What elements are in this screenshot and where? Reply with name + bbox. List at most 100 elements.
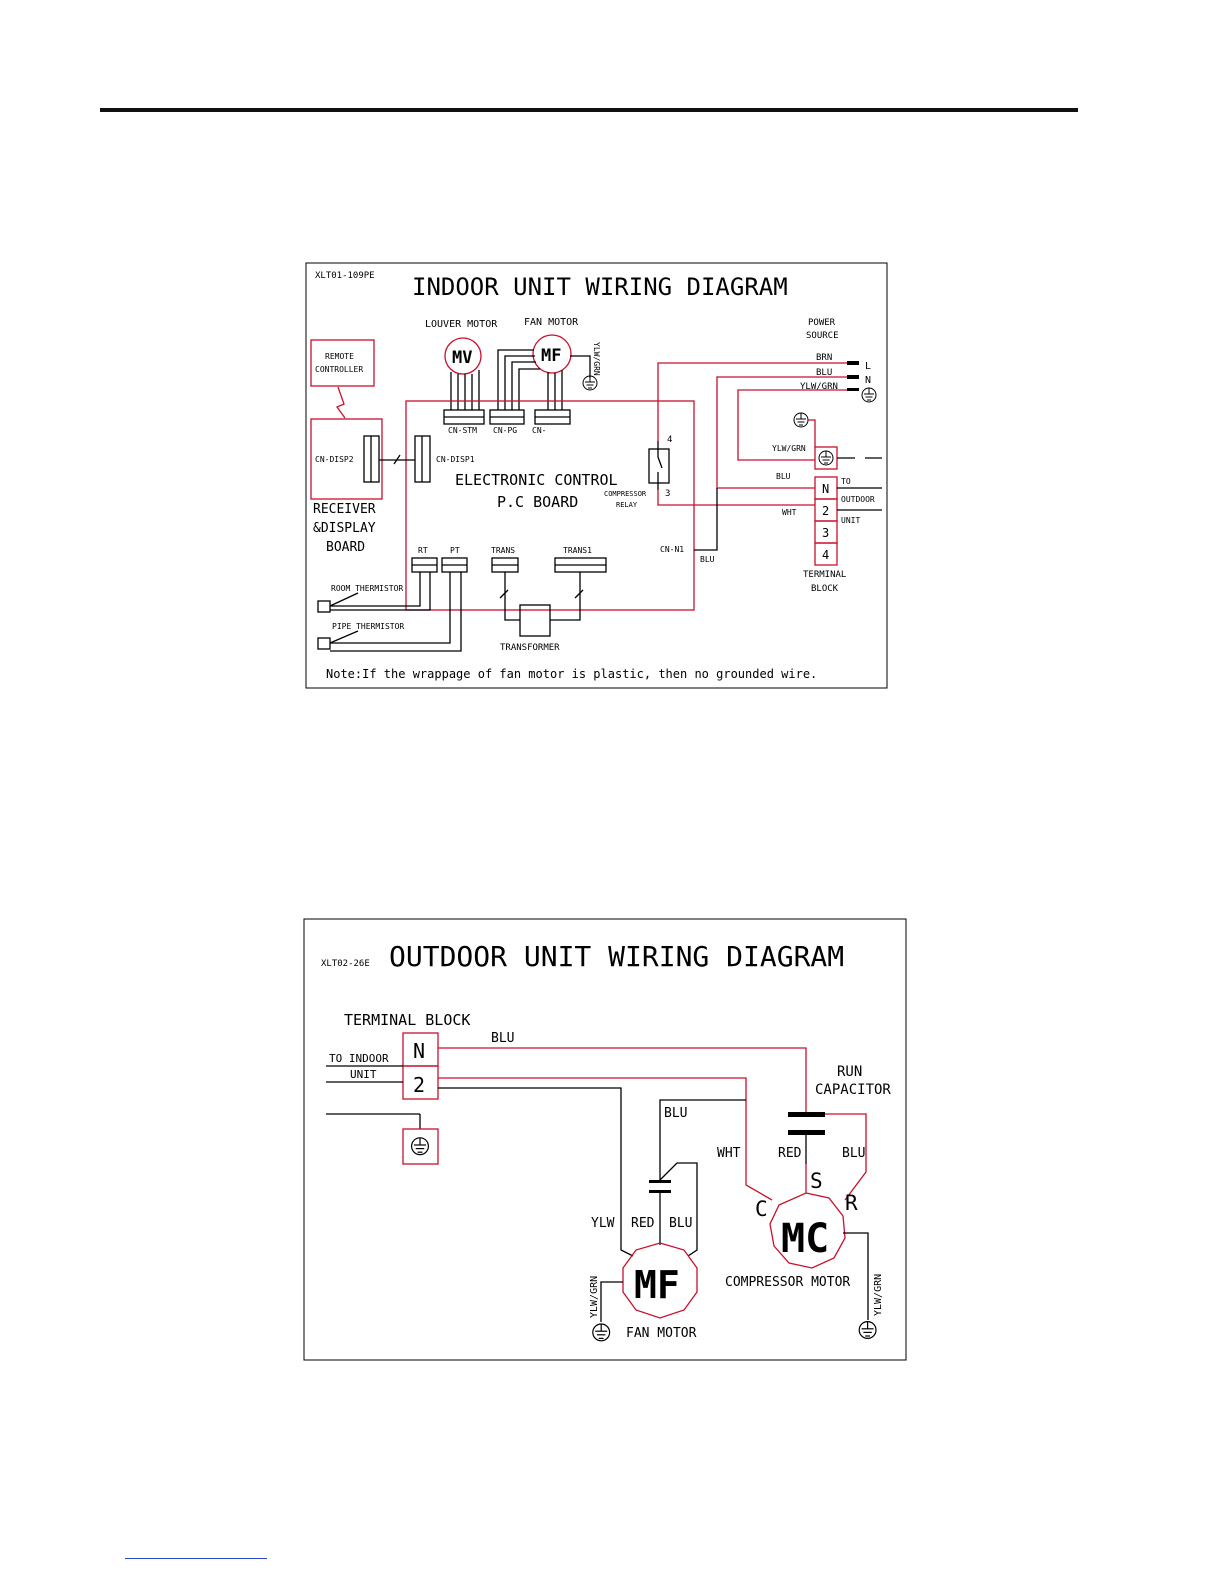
compressor-motor-label: COMPRESSOR MOTOR [725,1275,850,1290]
outdoor-fan-motor [622,1242,698,1319]
fan-ground-label-outdoor: YLW/GRN [589,1276,600,1318]
cn-disp2-label: CN-DISP2 [315,455,354,464]
receiver-display-board [310,418,383,500]
outdoor-blu-mid: BLU [664,1106,687,1121]
run-capacitor-1: RUN [837,1064,862,1080]
conn-trans-label: TRANS [491,546,515,555]
comp-ground-label: YLW/GRN [873,1274,884,1316]
room-thermistor-label: ROOM THERMISTOR [331,584,403,593]
remote-label-1: REMOTE [325,352,354,361]
receiver-label-2: &DISPLAY [313,521,376,536]
blu-label-terminal: BLU [776,472,791,481]
relay-label-1: COMPRESSOR [604,490,647,498]
connector-label-cn: CN- [532,426,546,435]
outdoor-terminal-block-label: TERMINAL BLOCK [344,1011,470,1029]
run-capacitor-2: CAPACITOR [815,1082,891,1098]
power-wire-ylwgrn: YLW/GRN [800,382,838,392]
fan-capacitor-plate-2 [649,1190,671,1193]
to-indoor-1: TO INDOOR [329,1052,389,1065]
conn-rt-label: RT [418,546,428,555]
terminal-block-label-2: BLOCK [811,584,839,594]
compressor-c: C [755,1197,768,1221]
terminal-2: 2 [822,504,829,518]
fan-ground-label: YLW/GRN [592,342,601,376]
outdoor-blu-top: BLU [491,1031,514,1046]
fan-capacitor-plate-1 [649,1180,671,1183]
indoor-note: Note:If the wrappage of fan motor is pla… [326,667,817,681]
outdoor-frame [303,918,907,1361]
outdoor-blu2: BLU [669,1216,692,1231]
power-plug-g [847,388,859,391]
transformer-label: TRANSFORMER [500,643,560,653]
connector-cn-stm [443,409,485,425]
connector-rt [411,557,438,573]
indoor-frame [305,262,888,689]
compressor-mc: MC [781,1216,829,1262]
terminal-4: 4 [822,548,829,562]
power-wire-brn: BRN [816,353,832,363]
outdoor-red2: RED [631,1216,655,1231]
to-outdoor-1: TO [841,477,851,486]
to-outdoor-2: OUTDOOR [841,495,875,504]
outdoor-red: RED [778,1146,802,1161]
outdoor-fan-mf: MF [634,1263,680,1307]
terminal-3: 3 [822,526,829,540]
to-indoor-2: UNIT [350,1068,377,1081]
indoor-code: XLT01-109PE [315,271,375,281]
cn-disp1-label: CN-DISP1 [436,455,475,464]
cn-n1-wire-label: BLU [700,555,715,564]
power-wire-blu: BLU [816,368,832,378]
board-title-2: P.C BOARD [497,493,578,511]
power-source-1: POWER [808,318,836,328]
louver-motor-code: MV [452,348,472,368]
outdoor-diagram: XLT02-26E OUTDOOR UNIT WIRING DIAGRAM TE… [303,918,907,1361]
compressor-r: R [845,1191,858,1215]
outdoor-wht: WHT [717,1146,741,1161]
run-capacitor-plate-1 [788,1112,825,1117]
compressor-s: S [810,1169,823,1193]
pipe-thermistor-label: PIPE THERMISTOR [332,622,404,631]
outdoor-title: OUTDOOR UNIT WIRING DIAGRAM [389,940,844,973]
relay-pin-3: 3 [665,489,670,499]
indoor-title: INDOOR UNIT WIRING DIAGRAM [412,273,788,301]
receiver-label-1: RECEIVER [313,502,376,517]
outdoor-ylw: YLW [591,1216,615,1231]
connector-trans1 [554,557,607,573]
power-source-2: SOURCE [806,331,839,341]
connector-trans [491,557,519,573]
connector-label-cn-pg: CN-PG [493,426,517,435]
footer-link-underline[interactable] [125,1558,267,1559]
pipe-thermistor [317,637,331,650]
conn-pt-label: PT [450,546,460,555]
power-plug-l [847,361,859,365]
relay-label-2: RELAY [616,501,638,509]
wht-label-terminal: WHT [782,508,797,517]
conn-trans1-label: TRANS1 [563,546,592,555]
power-terminal-n: N [865,375,871,386]
indoor-diagram: XLT01-109PE INDOOR UNIT WIRING DIAGRAM L… [305,262,888,689]
connector-cn [534,409,571,425]
ground-wire-label: YLW/GRN [772,444,806,453]
room-thermistor [317,600,331,613]
outdoor-code: XLT02-26E [321,959,370,969]
remote-controller [310,339,375,387]
louver-motor-symbol [444,337,482,375]
louver-motor-label: LOUVER MOTOR [425,319,498,330]
fan-motor-symbol [532,334,572,374]
to-outdoor-3: UNIT [841,516,860,525]
outdoor-fan-motor-label: FAN MOTOR [626,1326,697,1341]
receiver-label-3: BOARD [326,540,365,555]
relay-pin-4: 4 [667,435,672,445]
outdoor-blu-right: BLU [842,1146,865,1161]
fan-motor-label: FAN MOTOR [524,317,579,328]
ground-terminal [814,446,838,470]
power-terminal-l: L [865,361,871,372]
run-capacitor-plate-2 [788,1130,825,1135]
connector-label-cn-stm: CN-STM [448,426,477,435]
compressor-relay [648,448,670,484]
board-title-1: ELECTRONIC CONTROL [455,471,618,489]
compressor-motor [769,1192,846,1269]
top-rule [100,108,1078,112]
remote-label-2: CONTROLLER [315,365,363,374]
